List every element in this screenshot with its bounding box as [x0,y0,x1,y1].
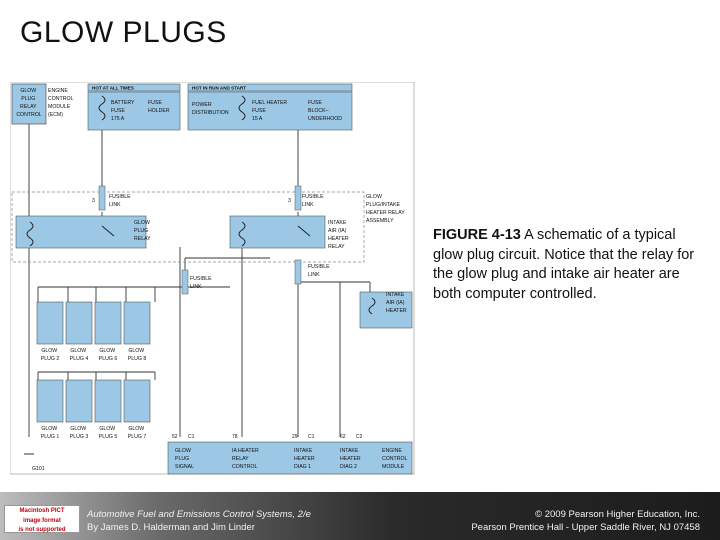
glow-plug-relay-control-box [11,83,47,125]
ecm-label-bottom: ENGINE CONTROL MODULE [382,448,409,470]
svg-text:3: 3 [92,198,95,204]
svg-text:GLOW PLUG RELAY CO: GLOW PLUG RELAY CONTROL [16,88,41,118]
svg-text:GLOW PLUG 4: GLOW PLUG 4 [70,348,89,362]
svg-text:INTAKE HEATER DIAG 2: INTAKE HEATER DIAG 2 [340,448,362,470]
svg-text:INTAKE AIR (IA) HEATER: INTAKE AIR (IA) HEATER RELAY [328,220,350,250]
figure-label: FIGURE 4-13 [433,227,521,243]
ground-label: G101 [32,466,45,472]
fuse-block-box [187,91,353,131]
svg-text:GLOW PLUG 6: GLOW PLUG 6 [99,348,118,362]
relay-assembly-label: GLOW PLUG/INTAKE HEATER RELAY ASSEMBLY [366,194,406,224]
svg-text:GLOW PLUG 7: GLOW PLUG 7 [128,426,147,440]
svg-text:GLOW PLUG SIGNAL: GLOW PLUG SIGNAL [175,448,194,470]
svg-text:GLOW PLUG 8: GLOW PLUG 8 [128,348,147,362]
svg-text:FUSE HOLDER: FUSE HOLDER [148,100,170,114]
svg-text:GLOW PLUG 1: GLOW PLUG 1 [41,426,60,440]
svg-text:INTAKE AIR (IA) HEATER: INTAKE AIR (IA) HEATER [386,292,407,314]
slide-title: GLOW PLUGS [20,16,227,49]
svg-text:FUSE BLOCK– UNDERHOOD: FUSE BLOCK– UNDERHOOD [308,100,342,122]
svg-text:3: 3 [288,198,291,204]
glow-plugs-bottom-row: GLOW PLUG 1 GLOW PLUG 3 GLOW PLUG 5 GLOW… [36,379,151,440]
publisher-text: Pearson Prentice Hall - Upper Saddle Riv… [471,522,700,533]
svg-text:BATTERY FUSE 175 A: BATTERY FUSE 175 A [111,100,136,122]
svg-text:FUSIBLE LINK: FUSIBLE LINK [308,264,331,278]
svg-text:78: 78 [232,434,238,440]
svg-text:IA HEATER RELAY CONTRO: IA HEATER RELAY CONTROL [232,448,260,470]
copyright-text: © 2009 Pearson Higher Education, Inc. [535,509,700,520]
battery-fuse-box [87,91,181,131]
svg-text:FUSIBLE LINK: FUSIBLE LINK [109,194,132,208]
glow-plug-relay-box [15,215,147,249]
svg-text:GLOW PLUG 5: GLOW PLUG 5 [99,426,118,440]
ecm-pin-block [167,441,413,475]
book-credit: Automotive Fuel and Emissions Control Sy… [87,508,311,534]
svg-text:INTAKE HEATER DIAG 1: INTAKE HEATER DIAG 1 [294,448,316,470]
svg-text:GLOW PLUG 2: GLOW PLUG 2 [41,348,60,362]
book-title: Automotive Fuel and Emissions Control Sy… [87,509,311,520]
glow-plugs-top-row: GLOW PLUG 2 GLOW PLUG 4 GLOW PLUG 6 GLOW… [36,301,151,362]
svg-text:FUEL HEATER FUSE 15 A: FUEL HEATER FUSE 15 A [252,100,289,122]
copyright-block: © 2009 Pearson Higher Education, Inc. Pe… [471,508,700,534]
svg-text:GLOW PLUG 3: GLOW PLUG 3 [70,426,89,440]
svg-text:FUSIBLE LINK: FUSIBLE LINK [190,276,213,290]
hot-in-run-start-label: HOT IN RUN AND START [192,86,246,91]
book-authors: By James D. Halderman and Jim Linder [87,522,255,533]
glow-plug-schematic: GLOW PLUG RELAY CONTROL ENGINE CONTROL M… [10,82,415,475]
hot-at-all-times-label: HOT AT ALL TIMES [92,86,134,91]
publisher-logo: Macintosh PICT image format is not suppo… [4,505,80,533]
figure-caption-text: A schematic of a typical glow plug circu… [433,227,695,302]
slide-footer: Macintosh PICT image format is not suppo… [0,492,720,540]
ecm-label-top: ENGINE CONTROL MODULE (ECM) [48,88,75,118]
figure-caption: FIGURE 4-13 A schematic of a typical glo… [433,226,705,304]
svg-text:GLOW PLUG RELAY: GLOW PLUG RELAY [134,220,151,242]
svg-text:POWER DISTRIBUTION: POWER DISTRIBUTION [192,102,229,116]
intake-heater-relay-box [229,215,326,249]
svg-text:FUSIBLE LINK: FUSIBLE LINK [302,194,325,208]
